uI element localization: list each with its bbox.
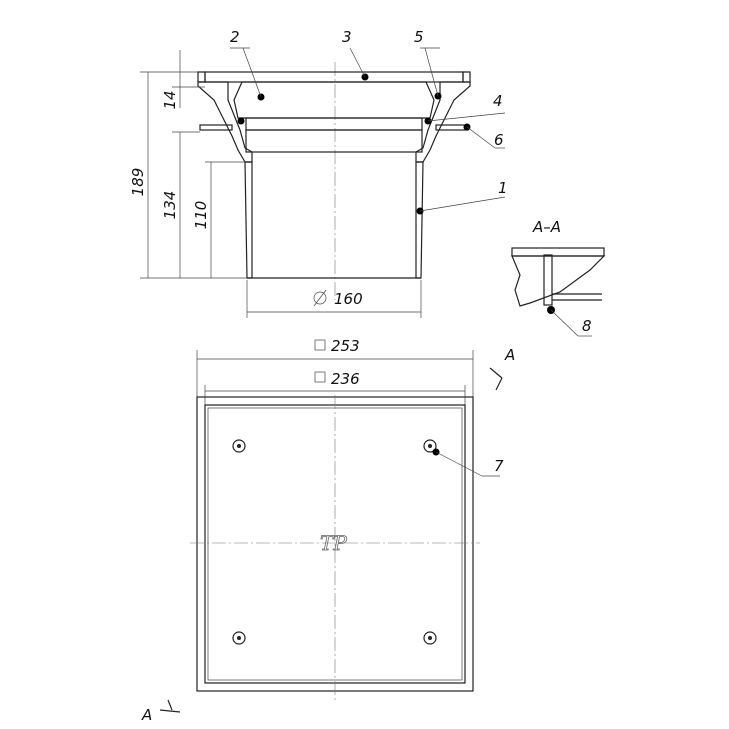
dim-160: 160 [334, 290, 363, 308]
section-marker-top: A [504, 346, 515, 364]
part-label-8: 8 [582, 317, 592, 335]
cover-part-3 [204, 71, 464, 83]
section-title: A–A [532, 218, 561, 236]
diameter-icon [313, 291, 327, 305]
bolt-icon [232, 439, 246, 453]
part-label-4: 4 [493, 92, 503, 110]
seal-ring [245, 117, 423, 131]
part-label-6: 6 [494, 131, 504, 149]
part-label-2: 2 [230, 28, 240, 46]
dim-14: 14 [161, 90, 179, 109]
socket [245, 129, 423, 153]
bolts [232, 439, 437, 645]
bolt-icon [423, 631, 437, 645]
dim-236: 236 [331, 370, 360, 388]
pipe-left-wall [244, 161, 253, 279]
manufacturer-logo: ТР [320, 531, 347, 555]
plan-view: 253 236 7 ТР A A [141, 337, 515, 724]
dim-253: 253 [331, 337, 360, 355]
vertical-dimensions [140, 50, 247, 279]
cover-rim [197, 71, 471, 83]
part-label-3: 3 [342, 28, 352, 46]
part-label-5: 5 [414, 28, 424, 46]
part-label-7: 7 [494, 457, 504, 475]
part-markers [230, 47, 506, 215]
pipe-right-wall [415, 161, 424, 279]
dim-110: 110 [192, 201, 210, 230]
section-a-a-detail: A–A 8 [511, 218, 606, 337]
dim-134: 134 [161, 191, 179, 220]
body-right-wall [415, 81, 471, 163]
bolt-icon [232, 631, 246, 645]
insert-part-2 [233, 81, 435, 119]
flange-left [199, 124, 233, 131]
part-label-1: 1 [498, 179, 508, 197]
section-view: 2 3 5 4 6 1 189 134 110 14 160 [129, 28, 508, 318]
section-marker-bottom: A [141, 706, 152, 724]
dim-189: 189 [129, 168, 147, 197]
bolt-icon [423, 439, 437, 453]
